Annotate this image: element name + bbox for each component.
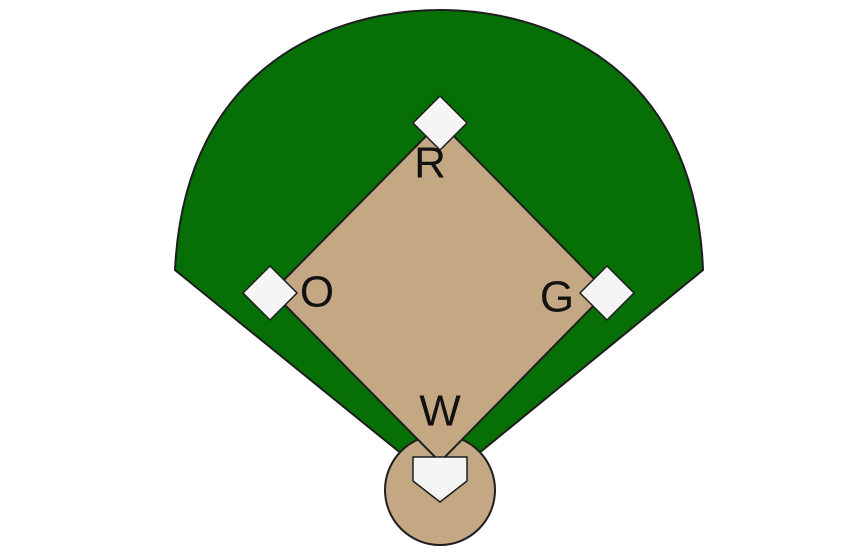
second-base-label: R [414,139,446,188]
home-plate-label: W [419,387,461,436]
third-base [241,264,299,322]
first-base [578,264,636,322]
first-base-label: G [540,273,574,322]
second-base [411,94,469,152]
home-plate [412,456,468,503]
third-base-label: O [300,268,334,317]
